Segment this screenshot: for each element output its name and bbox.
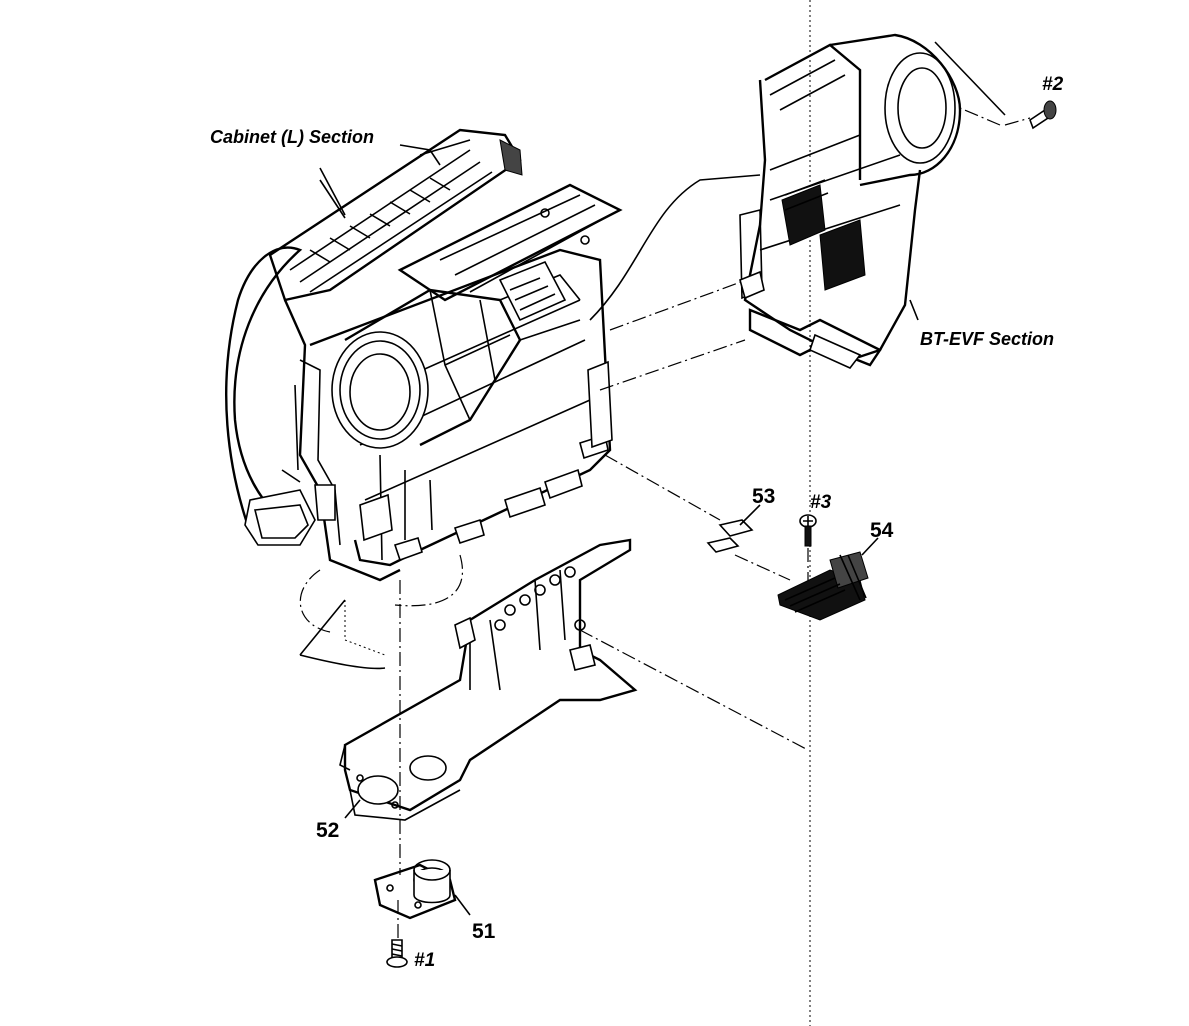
screw-2-label: #2: [1042, 74, 1064, 95]
screw-2-icon: [1004, 100, 1057, 130]
screw-1-label: #1: [414, 950, 435, 971]
cabinet-l-assembly: [225, 128, 761, 670]
bt-evf-leader-line: [909, 299, 919, 321]
part-52-label: 52: [316, 819, 339, 842]
part-52-frame: [339, 538, 638, 821]
bt-evf-section-label: BT-EVF Section: [920, 329, 1054, 349]
part-51-bracket: [373, 859, 471, 920]
screw-1-icon: [386, 939, 408, 968]
part-52-leader-line: [344, 799, 361, 819]
cabinet-l-section-label: Cabinet (L) Section: [210, 127, 374, 147]
part-53-sheet: [604, 454, 791, 581]
bt-evf-assembly: [739, 33, 1006, 369]
part-54-label: 54: [870, 519, 894, 542]
cabinet-leader-line: [319, 167, 346, 216]
screw-3-label: #3: [810, 492, 832, 513]
part-53-label: 53: [752, 485, 775, 508]
part-51-label: 51: [472, 920, 496, 943]
part-54-shield: [777, 537, 879, 621]
